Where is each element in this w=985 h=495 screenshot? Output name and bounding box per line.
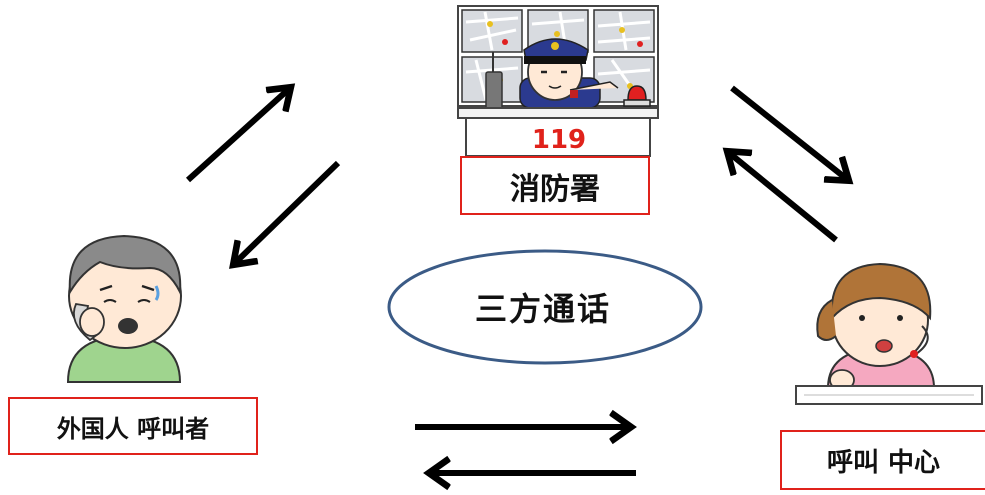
fire-desk: 119 [457, 107, 659, 157]
arrows [185, 85, 848, 473]
operator-desk [795, 385, 983, 405]
arrow-caller-to-fire [185, 88, 290, 183]
desk-number: 119 [532, 125, 586, 155]
arrow-fire-to-caller [234, 160, 341, 264]
fire-station-illustration: 119 [457, 5, 659, 157]
call-center-illustration [795, 262, 983, 405]
arrow-center-to-fire [728, 152, 838, 243]
call-center-label: 呼叫 中心 [780, 430, 985, 490]
worried-caller-icon [66, 234, 182, 383]
operator-woman-icon [816, 262, 936, 391]
caller-label: 外国人 呼叫者 [8, 397, 258, 455]
police-officer-icon [519, 38, 619, 109]
three-way-call-label: 三方通话 [474, 290, 611, 328]
fire-station-label: 消防署 [460, 156, 650, 215]
red-beacon-icon [623, 85, 651, 107]
arrow-fire-to-center [730, 85, 848, 180]
three-way-call-ellipse [387, 249, 703, 365]
caller-illustration [66, 234, 182, 383]
